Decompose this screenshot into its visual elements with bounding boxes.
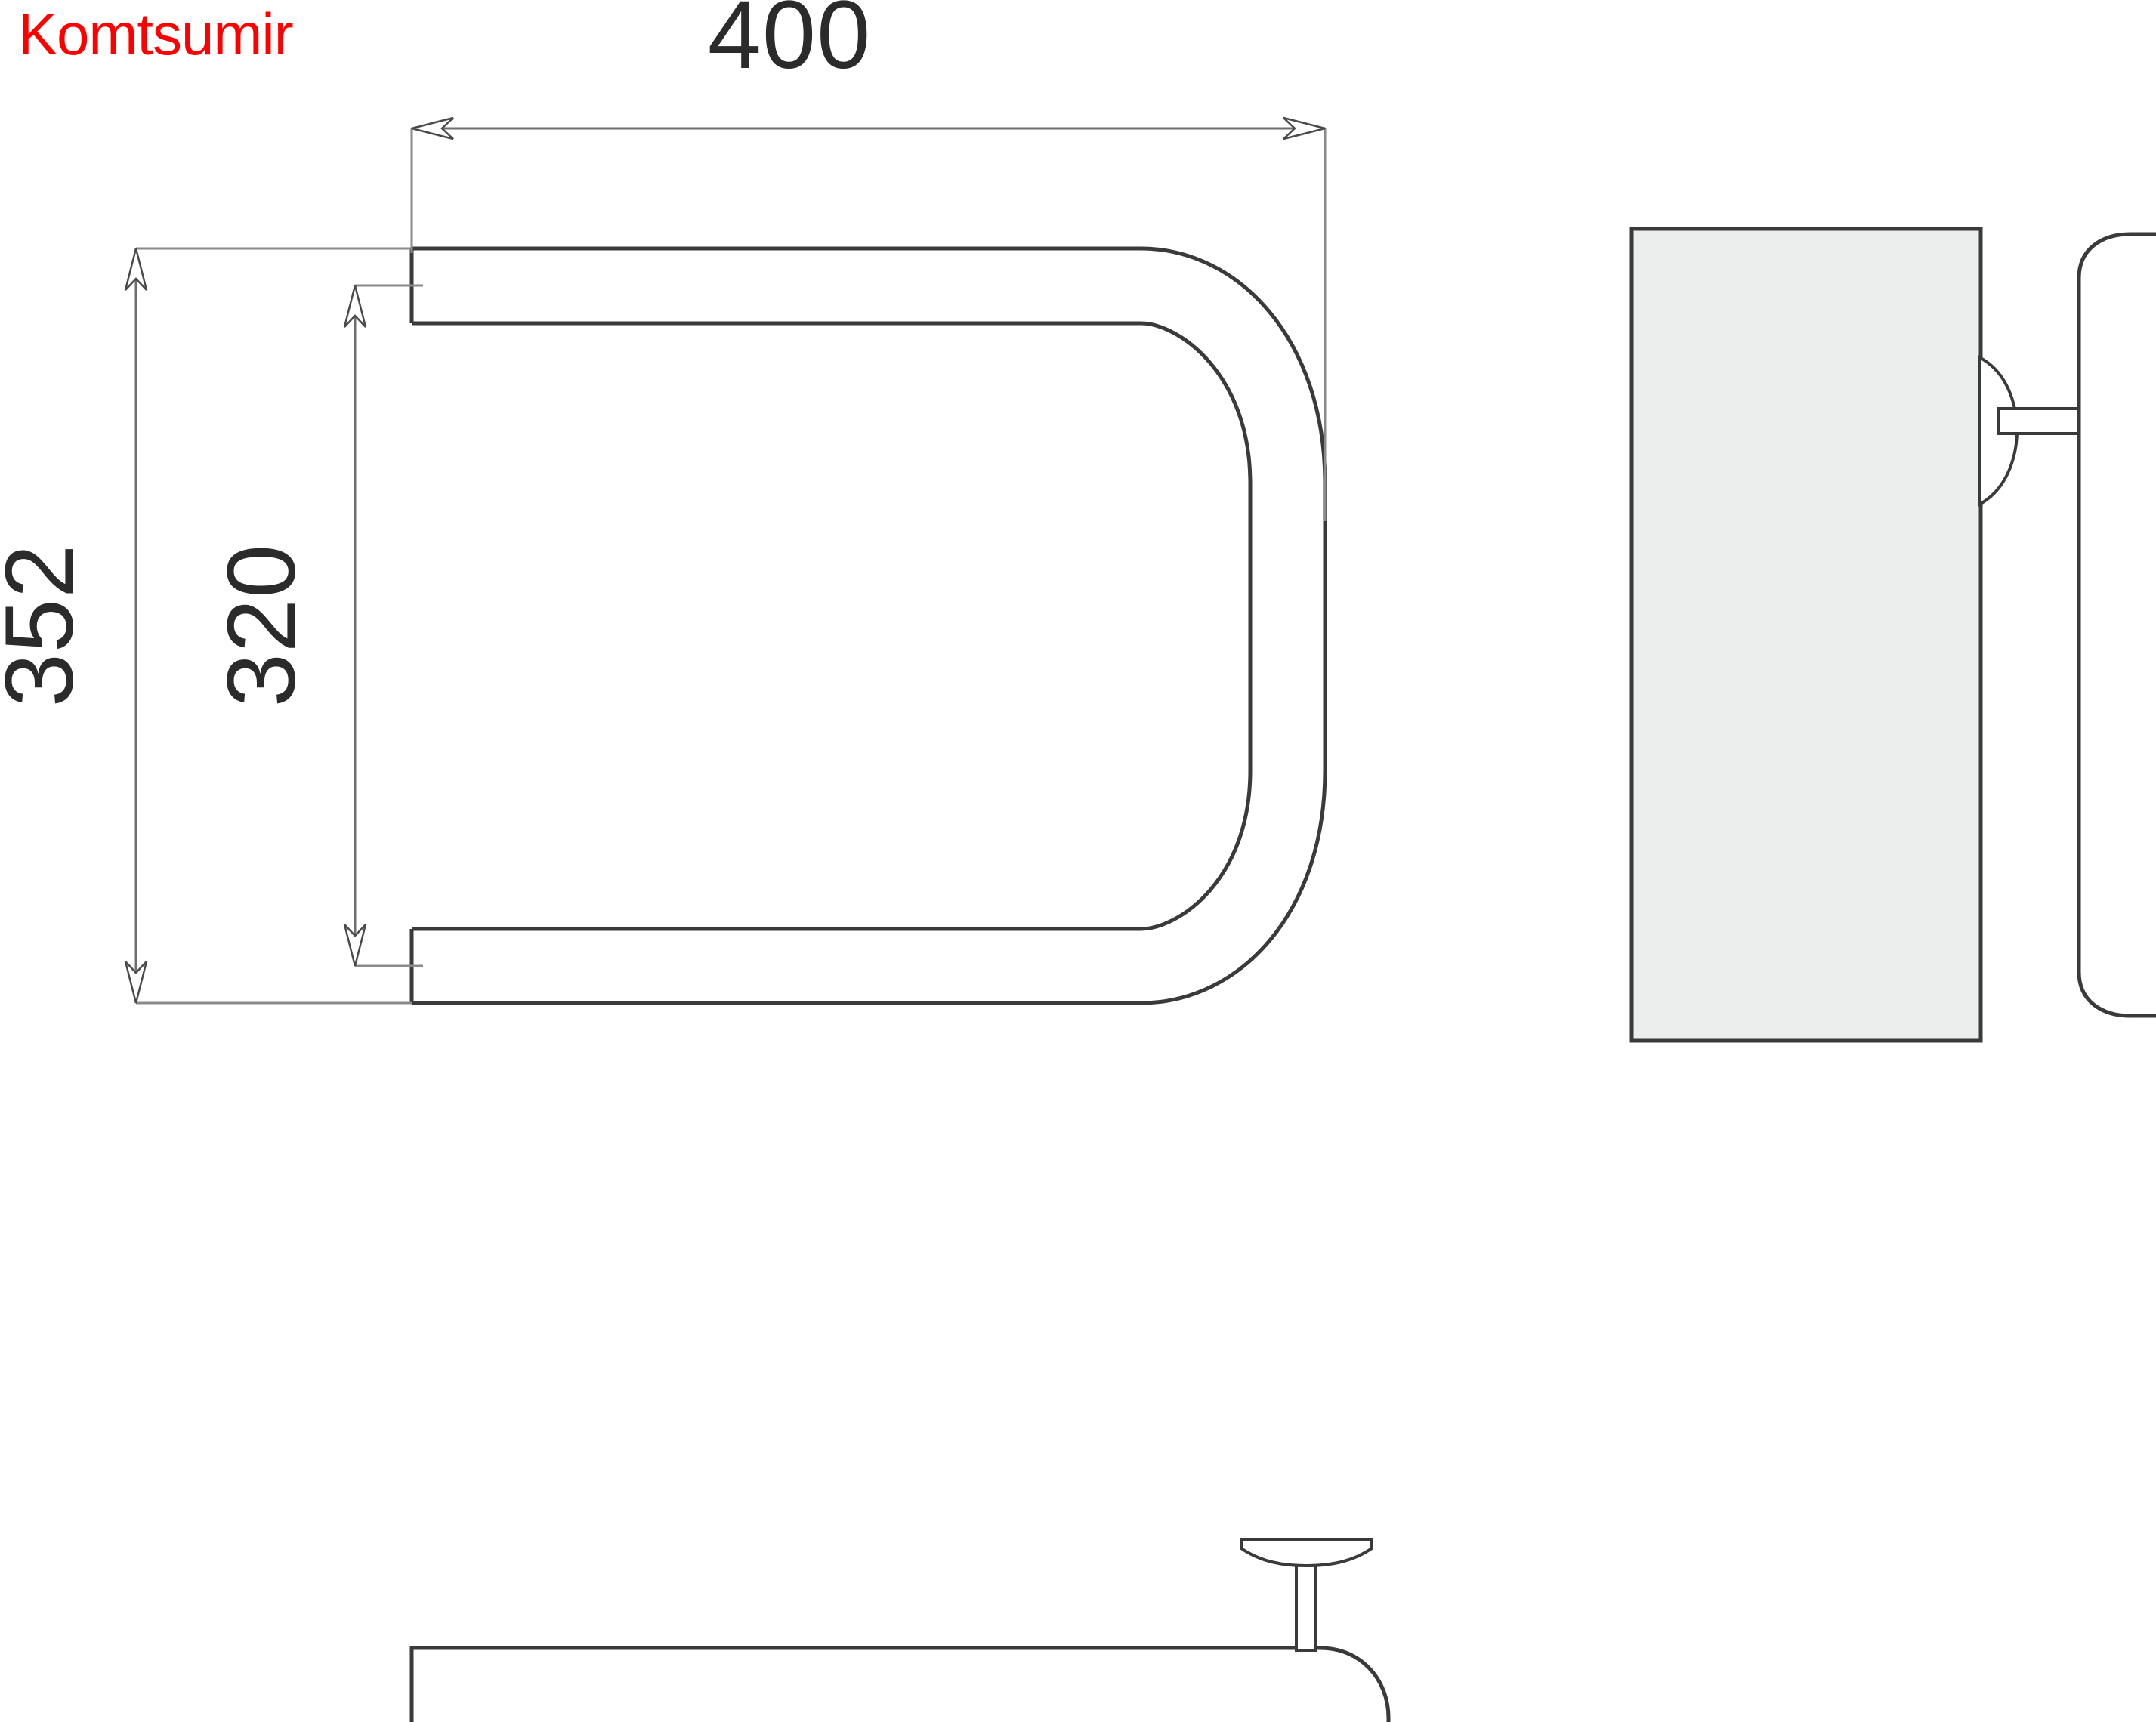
top-view [409, 1538, 1391, 1722]
dim-label-400: 400 [708, 0, 872, 89]
side-view-wall-panel [1629, 227, 1983, 1043]
arrow-352-top [124, 248, 148, 291]
dim-label-352: 352 [0, 544, 94, 708]
top-view-mounting-post [1295, 1554, 1317, 1652]
rail-inner-outline [412, 321, 1253, 931]
front-view-rail [409, 246, 1327, 1005]
arrow-320-top [343, 285, 367, 328]
arrow-400-left [411, 116, 454, 140]
top-view-wall-flange [1240, 1538, 1373, 1568]
brand-watermark: Komtsumir [18, 1, 293, 67]
arrow-400-right [1283, 116, 1326, 140]
side-view-rail-tube [2077, 232, 2156, 1018]
dim-label-320: 320 [208, 544, 316, 708]
side-view [1629, 227, 2156, 1043]
rail-outer-outline [412, 246, 1327, 1005]
dimension-320: 320 [208, 284, 423, 967]
arrow-352-bottom [124, 961, 148, 1004]
top-view-rail-bar [409, 1646, 1391, 1722]
side-view-bracket-arm [1997, 407, 2083, 435]
arrow-320-bottom [343, 924, 367, 967]
dimension-400: 400 [410, 0, 1327, 521]
dimension-352: 352 [0, 247, 412, 1004]
